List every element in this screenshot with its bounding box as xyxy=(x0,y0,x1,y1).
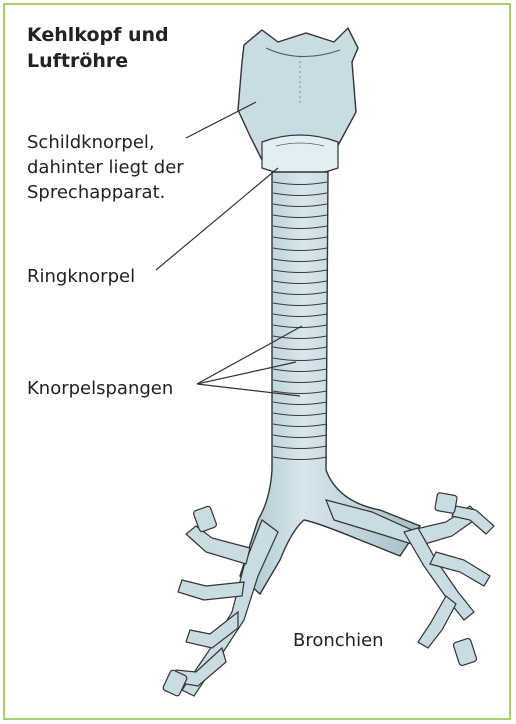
right-bronchus xyxy=(326,492,494,666)
pointer-cricoid xyxy=(156,168,278,270)
cricoid-cartilage xyxy=(262,135,338,175)
left-bronchus xyxy=(162,506,278,697)
larynx xyxy=(238,28,358,175)
